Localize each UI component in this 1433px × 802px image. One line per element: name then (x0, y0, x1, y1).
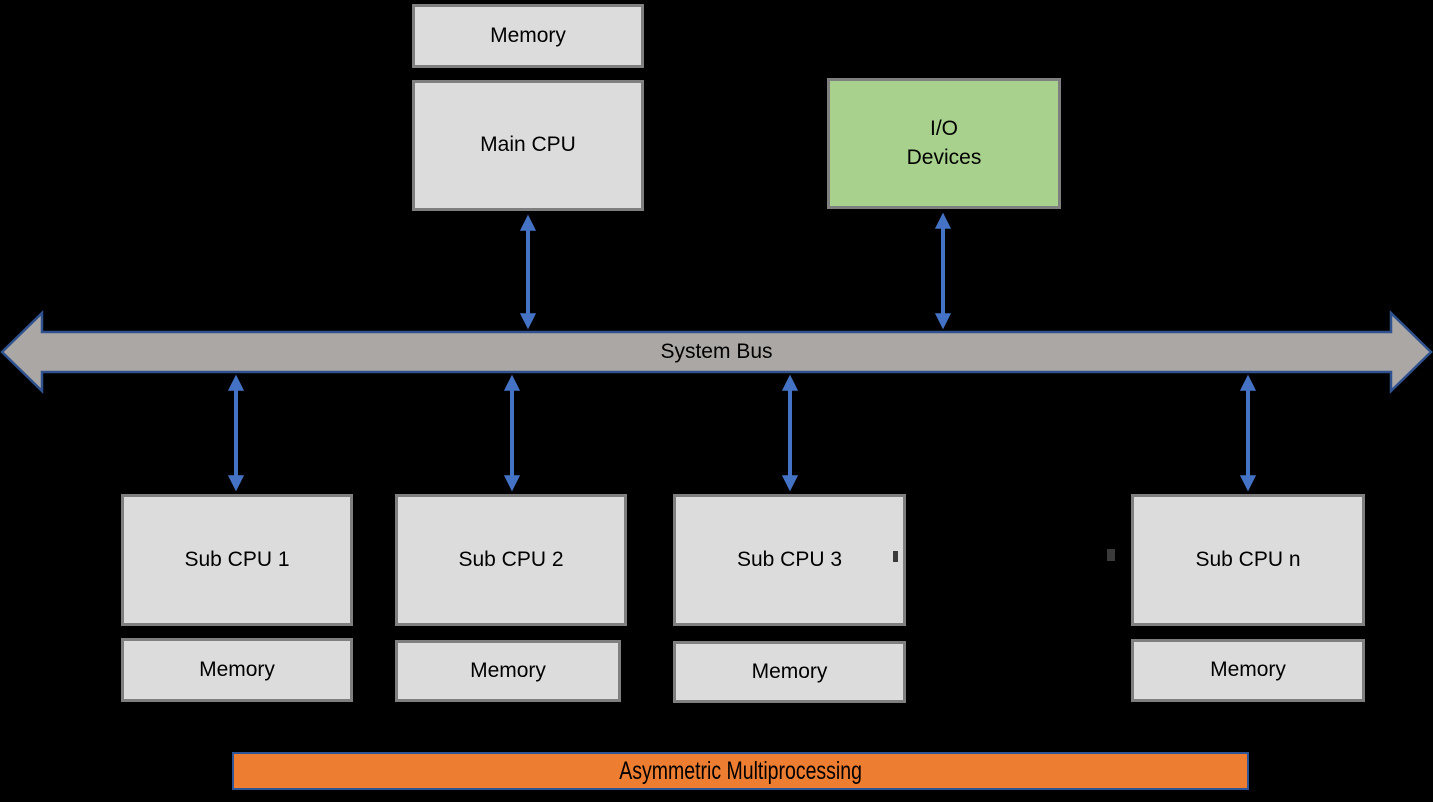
sub-memory-3-label: Memory (751, 659, 828, 683)
continuation-mark-right (1107, 549, 1115, 561)
system-bus-label: System Bus (660, 340, 773, 363)
sub-memory-2-label: Memory (470, 658, 546, 682)
title-banner: Asymmetric Multiprocessing (232, 752, 1249, 790)
sub-cpu-3-box: Sub CPU 3 (673, 494, 906, 626)
sub-cpu-3-label: Sub CPU 3 (736, 547, 843, 571)
sub-cpu-2-box: Sub CPU 2 (395, 494, 627, 626)
continuation-mark-left (893, 551, 898, 562)
sub-memory-1-label: Memory (199, 657, 275, 681)
title-banner-label: Asymmetric Multiprocessing (619, 756, 862, 785)
sub-memory-3-box: Memory (673, 641, 906, 703)
io-devices-label: I/O Devices (906, 117, 982, 169)
sub-cpu-2-label: Sub CPU 2 (458, 547, 564, 571)
sub-memory-2-box: Memory (395, 640, 621, 702)
sub-cpu-n-label: Sub CPU n (1195, 547, 1301, 571)
sub-memory-n-label: Memory (1210, 658, 1286, 682)
main-memory-box: Memory (412, 4, 644, 68)
sub-cpu-1-label: Sub CPU 1 (184, 547, 290, 571)
main-cpu-label: Main CPU (480, 133, 576, 157)
sub-cpu-n-box: Sub CPU n (1131, 494, 1365, 626)
sub-memory-1-box: Memory (121, 638, 353, 702)
main-memory-label: Memory (490, 23, 566, 47)
sub-memory-n-box: Memory (1131, 639, 1365, 702)
io-devices-box: I/O Devices (827, 78, 1061, 209)
main-cpu-box: Main CPU (412, 80, 644, 211)
sub-cpu-1-box: Sub CPU 1 (121, 494, 353, 626)
